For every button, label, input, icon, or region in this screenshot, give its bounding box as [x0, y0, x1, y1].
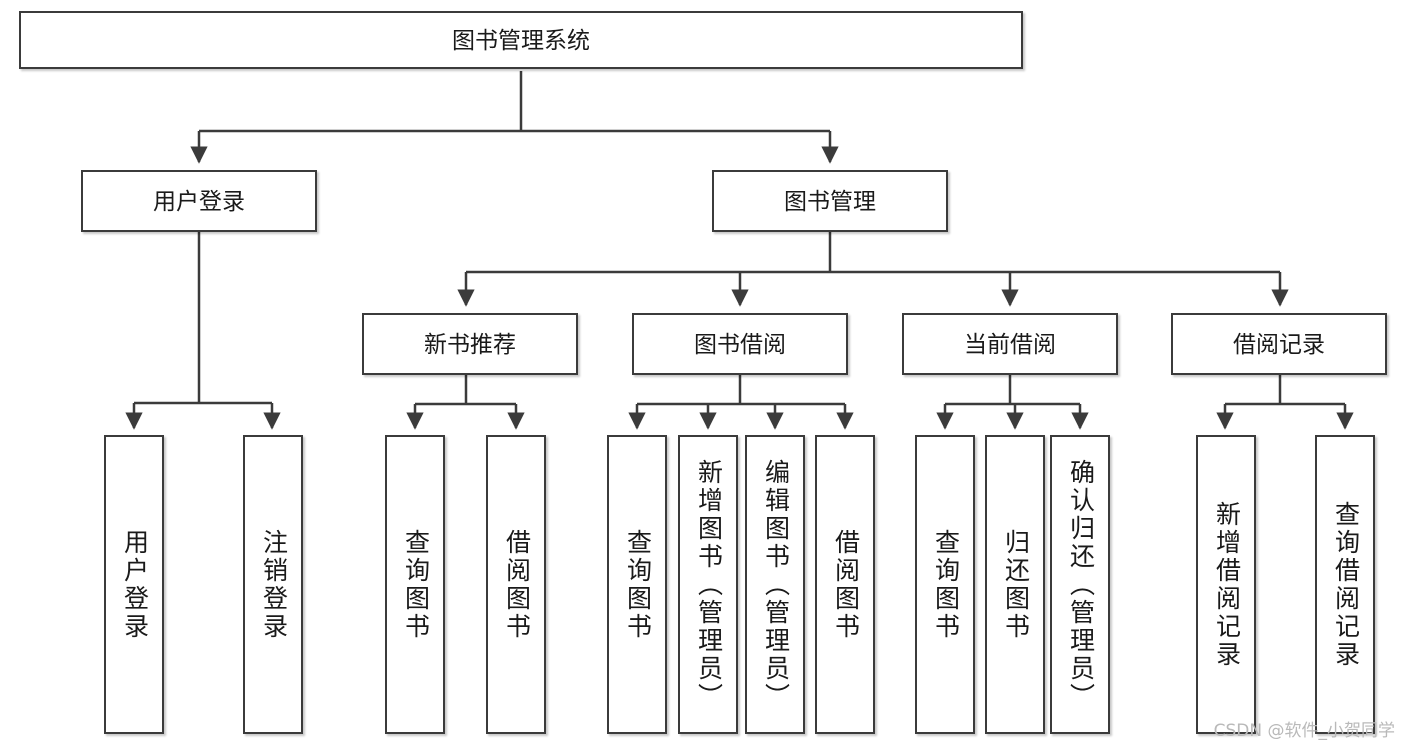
- node-label: 借阅图书: [502, 528, 531, 641]
- node-user-login[interactable]: 用户登录: [81, 170, 317, 232]
- leaf-record-query-record[interactable]: 查询借阅记录: [1315, 435, 1375, 734]
- node-label: 当前借阅: [964, 330, 1056, 357]
- node-label: 图书借阅: [694, 330, 786, 357]
- node-borrow-record[interactable]: 借阅记录: [1171, 313, 1387, 375]
- node-label: 查询图书: [401, 528, 430, 641]
- node-root-system[interactable]: 图书管理系统: [19, 11, 1023, 69]
- leaf-borrow-add-book-admin[interactable]: 新增图书（管理员）: [678, 435, 738, 734]
- node-label: 查询图书: [623, 528, 652, 641]
- leaf-current-return-book[interactable]: 归还图书: [985, 435, 1045, 734]
- leaf-current-confirm-return-admin[interactable]: 确认归还（管理员）: [1050, 435, 1110, 734]
- leaf-recommend-query-book[interactable]: 查询图书: [385, 435, 445, 734]
- node-label: 用户登录: [120, 528, 149, 641]
- node-label: 查询图书: [931, 528, 960, 641]
- node-book-borrow[interactable]: 图书借阅: [632, 313, 848, 375]
- node-current-borrow[interactable]: 当前借阅: [902, 313, 1118, 375]
- node-label: 归还图书: [1001, 528, 1030, 641]
- leaf-current-query-book[interactable]: 查询图书: [915, 435, 975, 734]
- node-label: 图书管理: [784, 187, 876, 214]
- node-label: 图书管理系统: [452, 26, 590, 53]
- leaf-borrow-query-book[interactable]: 查询图书: [607, 435, 667, 734]
- node-label: 新增借阅记录: [1212, 500, 1241, 669]
- node-label: 确认归还（管理员）: [1066, 458, 1095, 711]
- node-book-management[interactable]: 图书管理: [712, 170, 948, 232]
- node-label: 借阅记录: [1233, 330, 1325, 357]
- node-label: 注销登录: [259, 528, 288, 641]
- watermark: CSDN @软件_小贺同学: [1213, 721, 1395, 741]
- leaf-borrow-borrow-book[interactable]: 借阅图书: [815, 435, 875, 734]
- node-label: 查询借阅记录: [1331, 500, 1360, 669]
- node-label: 新书推荐: [424, 330, 516, 357]
- node-label: 借阅图书: [831, 528, 860, 641]
- leaf-user-logout[interactable]: 注销登录: [243, 435, 303, 734]
- node-new-book-recommend[interactable]: 新书推荐: [362, 313, 578, 375]
- leaf-recommend-borrow-book[interactable]: 借阅图书: [486, 435, 546, 734]
- node-label: 编辑图书（管理员）: [761, 458, 790, 711]
- leaf-user-login[interactable]: 用户登录: [104, 435, 164, 734]
- leaf-borrow-edit-book-admin[interactable]: 编辑图书（管理员）: [745, 435, 805, 734]
- leaf-record-add-record[interactable]: 新增借阅记录: [1196, 435, 1256, 734]
- node-label: 新增图书（管理员）: [694, 458, 723, 711]
- node-label: 用户登录: [153, 187, 245, 214]
